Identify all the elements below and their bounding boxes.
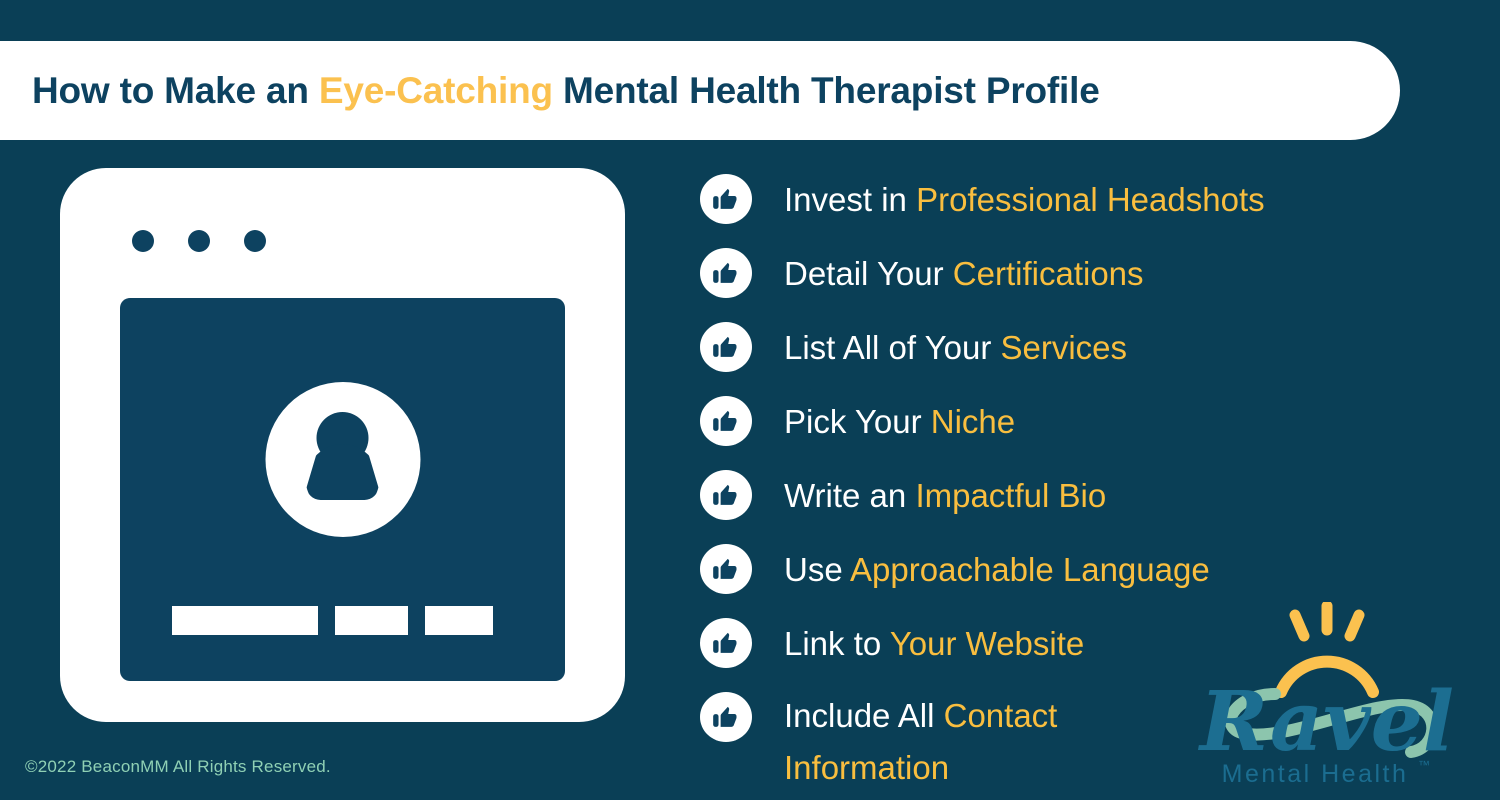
list-item-label: Write an Impactful Bio: [784, 468, 1106, 523]
tip-highlight: Professional Headshots: [916, 181, 1265, 218]
list-item: Pick Your Niche: [700, 394, 1440, 468]
list-item-label: Detail Your Certifications: [784, 246, 1144, 301]
list-item: Detail Your Certifications: [700, 246, 1440, 320]
tip-plain: Write an: [784, 477, 916, 514]
browser-window-illustration: [60, 168, 625, 722]
logo-wordmark: Ravel: [1198, 674, 1454, 770]
profile-placeholder-bars: [172, 606, 493, 635]
page-title: How to Make an Eye-Catching Mental Healt…: [32, 70, 1100, 112]
swoosh-icon: [1224, 688, 1439, 758]
thumbs-up-icon: [700, 618, 752, 668]
tip-highlight: Contact Information: [784, 697, 1058, 786]
tip-highlight: Your Website: [889, 625, 1085, 662]
sun-rays-icon: [1275, 602, 1379, 698]
list-item: Include All Contact Information: [700, 690, 1440, 798]
tip-highlight: Services: [1000, 329, 1128, 366]
list-item: Write an Impactful Bio: [700, 468, 1440, 542]
browser-viewport: [120, 298, 565, 681]
avatar: [265, 382, 420, 537]
list-item: Use Approachable Language: [700, 542, 1440, 616]
list-item-label: Include All Contact Information: [784, 690, 1154, 794]
list-item-label: Link to Your Website: [784, 616, 1084, 671]
title-part2: Mental Health Therapist Profile: [552, 69, 1100, 111]
placeholder-bar-wide: [172, 606, 318, 635]
thumbs-up-icon: [700, 174, 752, 224]
tip-highlight: Approachable Language: [850, 551, 1210, 588]
thumbs-up-icon: [700, 248, 752, 298]
ravel-mental-health-logo: Ravel Mental Health ™: [1175, 602, 1485, 792]
title-highlight: Eye-Catching: [318, 69, 553, 111]
tip-plain: Detail Your: [784, 255, 953, 292]
tip-plain: Invest in: [784, 181, 917, 218]
placeholder-bar-medium: [335, 606, 408, 635]
title-part1: How to Make an: [32, 69, 319, 111]
title-bar: How to Make an Eye-Catching Mental Healt…: [0, 41, 1400, 140]
thumbs-up-icon: [700, 544, 752, 594]
browser-titlebar-dots: [132, 230, 266, 252]
browser-dot-2: [188, 230, 210, 252]
logo-trademark: ™: [1418, 758, 1430, 772]
list-item-label: List All of Your Services: [784, 320, 1127, 375]
list-item: List All of Your Services: [700, 320, 1440, 394]
tip-highlight: Niche: [930, 403, 1016, 440]
thumbs-up-icon: [700, 692, 752, 742]
browser-dot-3: [244, 230, 266, 252]
tip-plain: Link to: [784, 625, 890, 662]
list-item-label: Pick Your Niche: [784, 394, 1015, 449]
avatar-body-icon: [306, 444, 379, 500]
browser-dot-1: [132, 230, 154, 252]
tip-highlight: Impactful Bio: [915, 477, 1107, 514]
tip-plain: Use: [784, 551, 851, 588]
thumbs-up-icon: [700, 322, 752, 372]
list-item: Link to Your Website: [700, 616, 1440, 690]
list-item: Invest in Professional Headshots: [700, 172, 1440, 246]
list-item-label: Invest in Professional Headshots: [784, 172, 1265, 227]
list-item-label: Use Approachable Language: [784, 542, 1210, 597]
thumbs-up-icon: [700, 396, 752, 446]
placeholder-bar-small: [425, 606, 493, 635]
tip-plain: List All of Your: [784, 329, 1001, 366]
tip-highlight: Certifications: [952, 255, 1144, 292]
tips-list: Invest in Professional Headshots Detail …: [700, 172, 1440, 798]
logo-subtext: Mental Health: [1222, 760, 1409, 788]
tip-plain: Include All: [784, 697, 944, 734]
tip-plain: Pick Your: [784, 403, 931, 440]
copyright-notice: ©2022 BeaconMM All Rights Reserved.: [25, 757, 331, 776]
thumbs-up-icon: [700, 470, 752, 520]
